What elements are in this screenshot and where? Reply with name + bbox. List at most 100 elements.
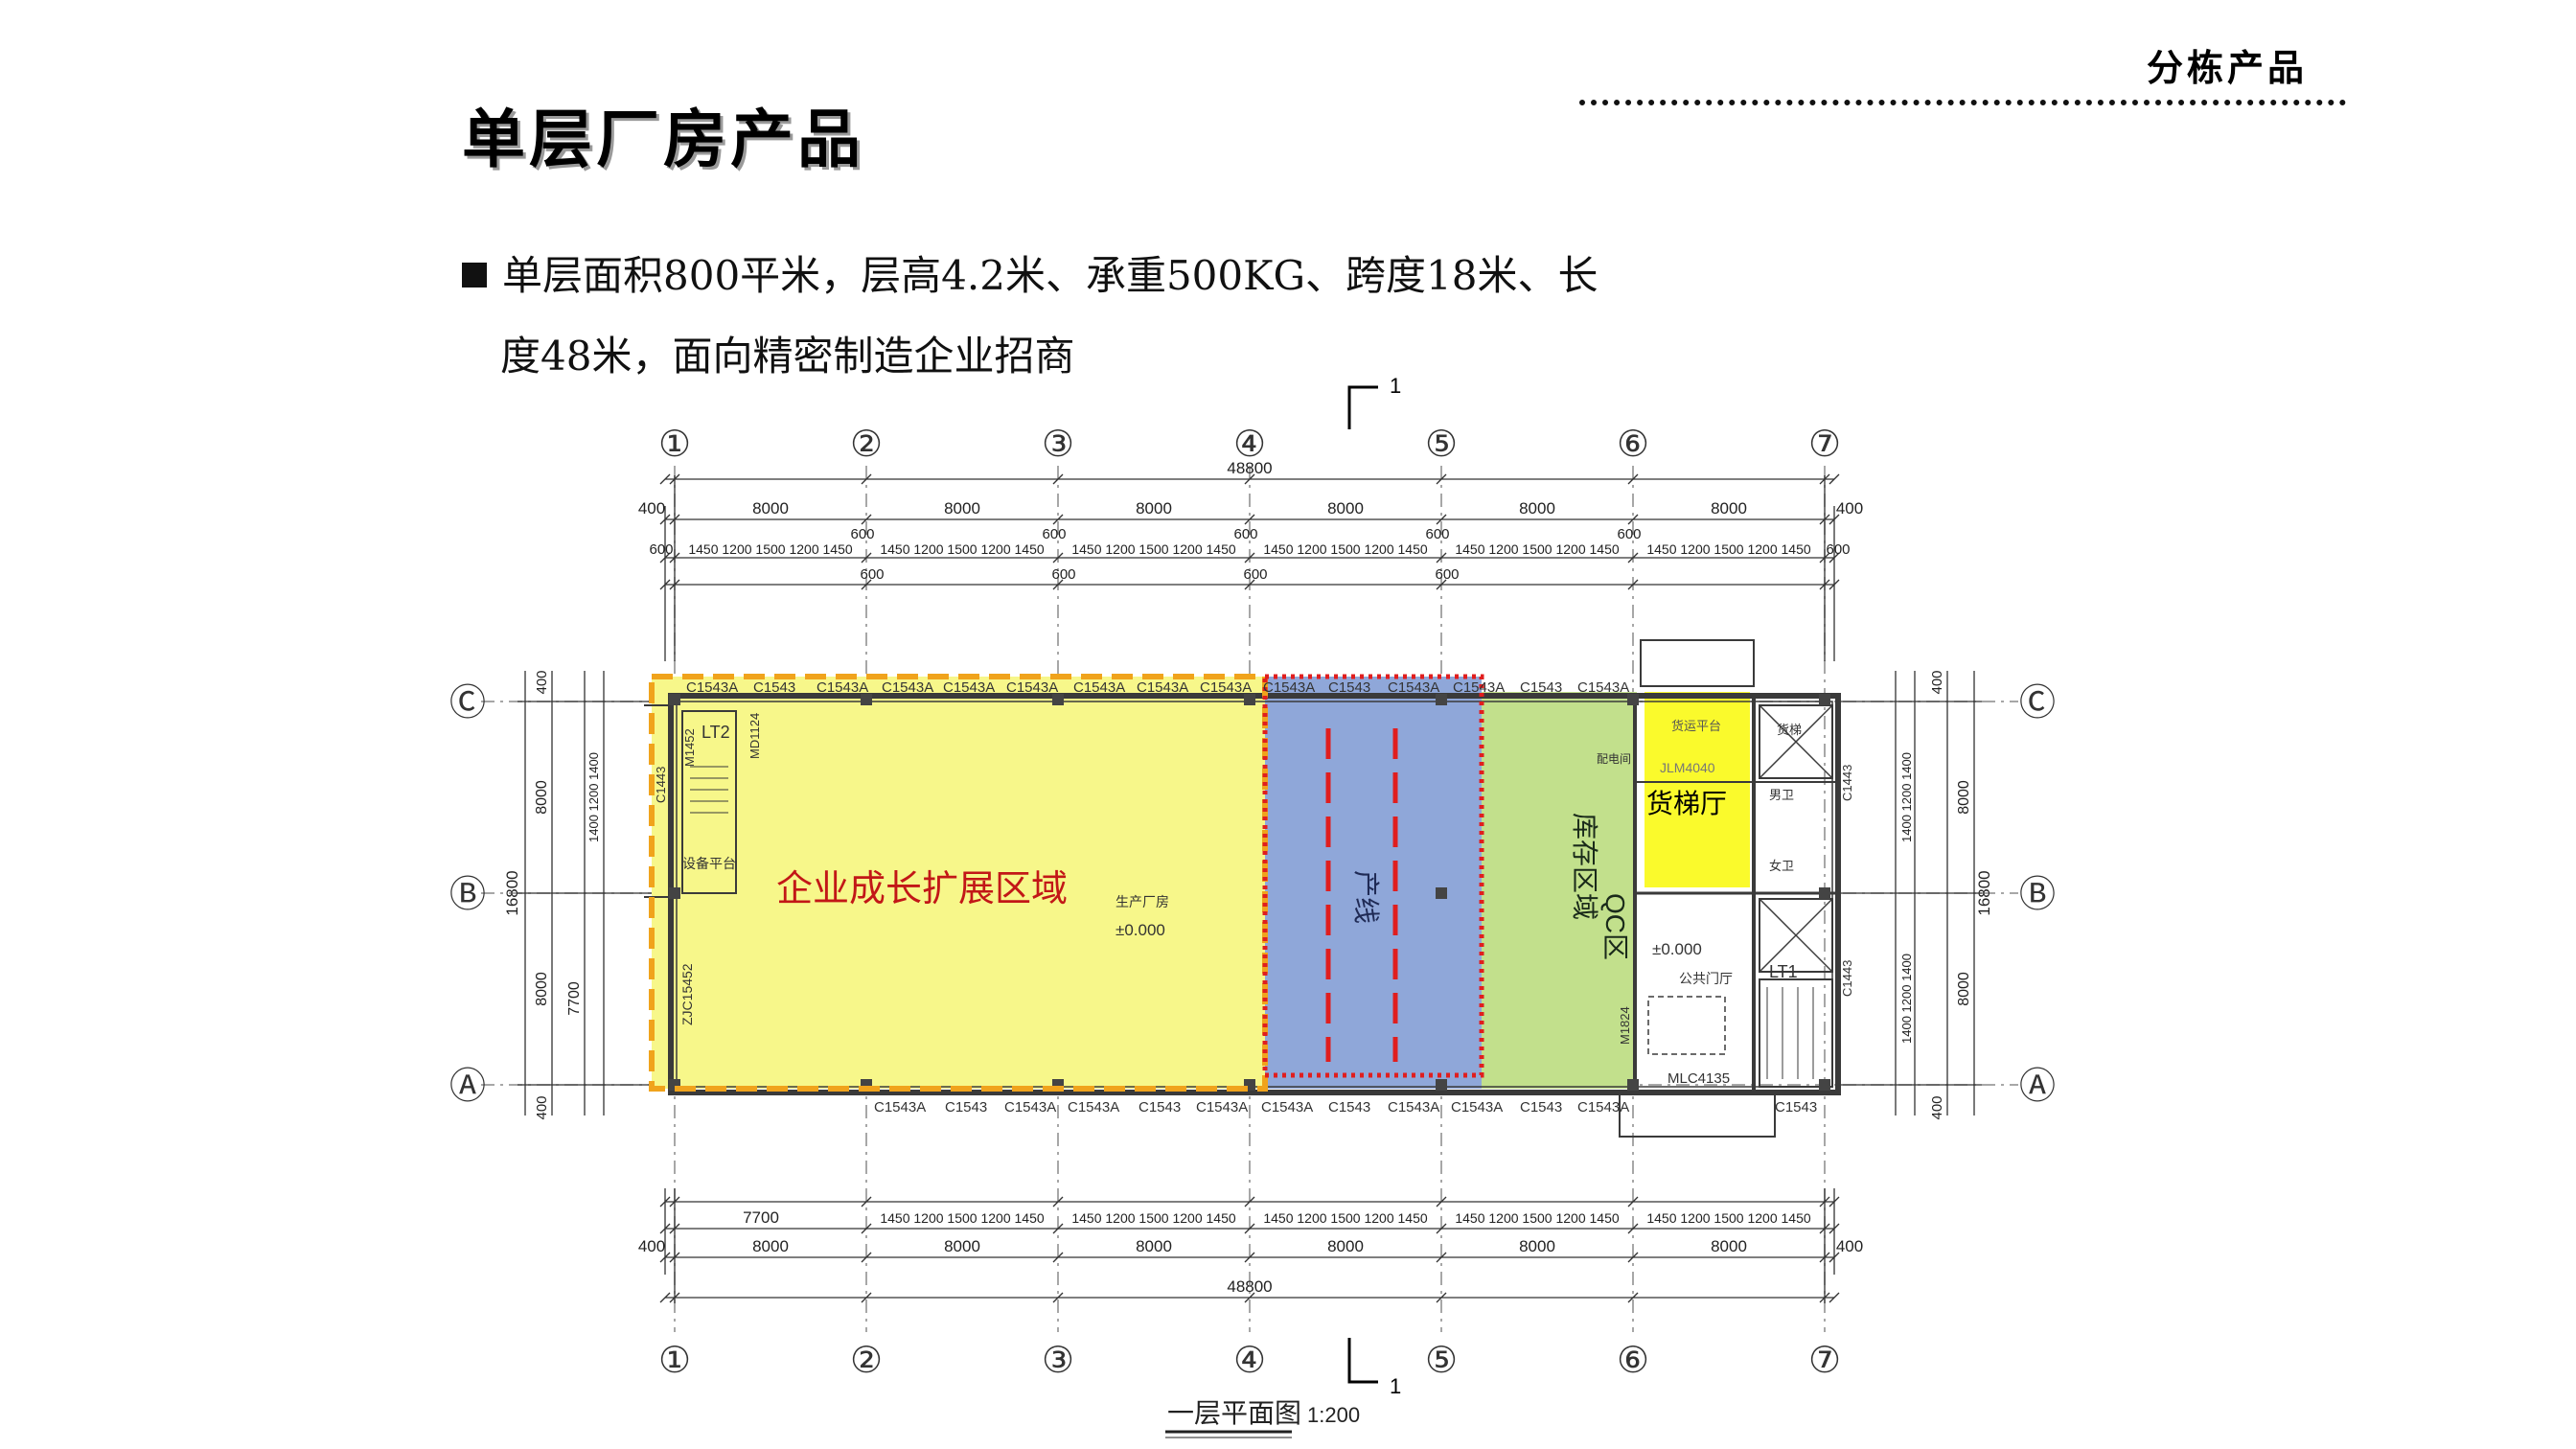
dimension-tick [669,514,680,525]
dim-bays-top: 8000 8000 8000 8000 8000 8000 [752,499,1747,518]
window-label: C1543 [753,679,795,696]
dim-bays-bottom: 8000 8000 8000 8000 8000 8000 [752,1237,1747,1255]
dim-bay-top: 8000 [1327,499,1364,518]
axis-bubble-7-top: ⑦ [1808,425,1841,465]
dim-bay-bottom: 8000 [1136,1237,1172,1255]
window-label: C1543 [1328,1099,1370,1116]
dimension-tick [659,473,671,485]
dim-edge-right-top: 400 [1929,670,1945,694]
label-workshop: 生产厂房 [1116,894,1169,909]
dimension-tick [1436,1196,1447,1208]
dim-detail-top: 1450 1200 1500 1200 1450 1450 1200 1500 … [688,541,1810,557]
dimension-tick [1819,1223,1830,1234]
dimension-tick [1627,1252,1639,1263]
axis-bubbles-left: Ⓒ Ⓑ Ⓐ [449,683,486,1107]
dim-row-left-top: 8000 [534,780,550,815]
dimension-tick [1244,1252,1255,1263]
dimension-tick [659,1223,671,1234]
dimension-ticks-top [659,473,1840,590]
dimension-tick [1828,1223,1840,1234]
axis-bubble-4-top: ④ [1233,425,1266,465]
window-label: C1543A [1196,1099,1248,1116]
axis-bubble-a-right: Ⓐ [2019,1067,2056,1107]
dim-half-top: 600 [860,566,884,583]
window-label: C1543A [1388,1099,1439,1116]
dimension-tick [669,1196,680,1208]
dim-total-width-left: 16800 [503,870,521,915]
dimension-tick [1828,473,1840,485]
axis-bubble-5-bottom: ⑤ [1425,1341,1458,1381]
page-title: 单层厂房产品 [462,103,864,176]
dim-bay-top: 8000 [944,499,980,518]
dim-detail-top: 1450 1200 1500 1200 1450 [688,541,852,557]
dim-detail-bottom: 1450 1200 1500 1200 1450 [1455,1210,1619,1226]
window-label: C1543 [1328,679,1370,696]
dimension-tick [1828,1292,1840,1303]
plan-scale: 1:200 [1307,1403,1360,1427]
axis-bubbles-top: ① ② ③ ④ ⑤ ⑥ ⑦ [658,425,1841,465]
dimension-tick [1244,1196,1255,1208]
dimension-tick [1627,1223,1639,1234]
axis-bubble-3-top: ③ [1042,425,1074,465]
dimension-tick [1819,1292,1830,1303]
dimension-tick [1052,1292,1064,1303]
dimension-tick [659,1292,671,1303]
description-line-2: 度48米，面向精密制造企业招商 [500,333,1075,380]
bullet-square-icon [462,263,487,288]
zone-expansion-area [652,677,1265,1089]
label-loading-platform: 货运平台 [1671,719,1721,733]
axis-bubble-6-top: ⑥ [1617,425,1649,465]
dim-detail-top: 1450 1200 1500 1200 1450 [1071,541,1235,557]
dim-detail-top: 1450 1200 1500 1200 1450 [1263,541,1427,557]
dimension-tick [1436,1223,1447,1234]
dim-half-top: 600 [850,526,874,542]
plan-caption: 一层平面图 [1167,1398,1301,1428]
description-text-1: 单层面积800平米，层高4.2米、承重500KG、跨度18米、长 [502,252,1598,299]
dimension-tick [1828,579,1840,590]
dimension-tick [1819,579,1830,590]
dimension-tick [1819,1252,1830,1263]
label-door-m1452: M1452 [682,728,697,767]
dim-half-top: 600 [1826,541,1850,558]
dim-half-top: 600 [1425,526,1449,542]
header-dotted-divider [1579,100,2346,105]
description-line-1: 单层面积800平米，层高4.2米、承重500KG、跨度18米、长 [462,236,1708,316]
label-door-m1824: M1824 [1618,1006,1632,1045]
axis-bubble-5-top: ⑤ [1425,425,1458,465]
dimension-tick [1052,1223,1064,1234]
zone-label-production-line: 产线 [1351,870,1381,924]
dimension-tick [659,514,671,525]
axis-bubbles-right: Ⓒ Ⓑ Ⓐ [2019,683,2056,1107]
dimension-tick [1244,473,1255,485]
dimension-tick [861,1292,872,1303]
dimension-tick [1627,579,1639,590]
dimension-tick [1828,552,1840,564]
window-label: C1543A [1577,1099,1629,1116]
dim-bay-bottom: 8000 [1711,1237,1747,1255]
dim-half-top: 600 [1042,526,1066,542]
dim-half-top: 600 600 600 600 600 600 600 600 600 600 … [649,526,1850,583]
window-labels-top: C1543A C1543 C1543A C1543A C1543A C1543A… [686,679,1629,696]
dim-row-left-inner: 7700 [566,981,583,1016]
section-mark-top [1347,385,1378,429]
section-mark-bottom [1347,1338,1378,1384]
zone-storage [1482,692,1637,1089]
dimension-tick [1052,579,1064,590]
dimension-tick [861,552,872,564]
window-label: C1543A [1453,679,1505,696]
dimension-tick [669,1223,680,1234]
production-line-markers [1325,728,1398,1062]
axis-bubble-4-bottom: ④ [1233,1341,1266,1381]
label-door-mlc4135: MLC4135 [1668,1070,1730,1087]
label-stair-lt2: LT2 [702,723,730,742]
axis-bubble-1-top: ① [658,425,691,465]
zone-label-freight-hall: 货梯厅 [1646,789,1727,818]
label-elevation-hall: ±0.000 [1652,940,1702,958]
window-label: C1543A [1577,679,1629,696]
dimension-tick [1828,514,1840,525]
window-label: C1543A [1137,679,1188,696]
dimension-tick [659,579,671,590]
zone-label-qc: QC区 [1600,893,1630,960]
axis-bubble-b-left: Ⓑ [449,875,486,915]
